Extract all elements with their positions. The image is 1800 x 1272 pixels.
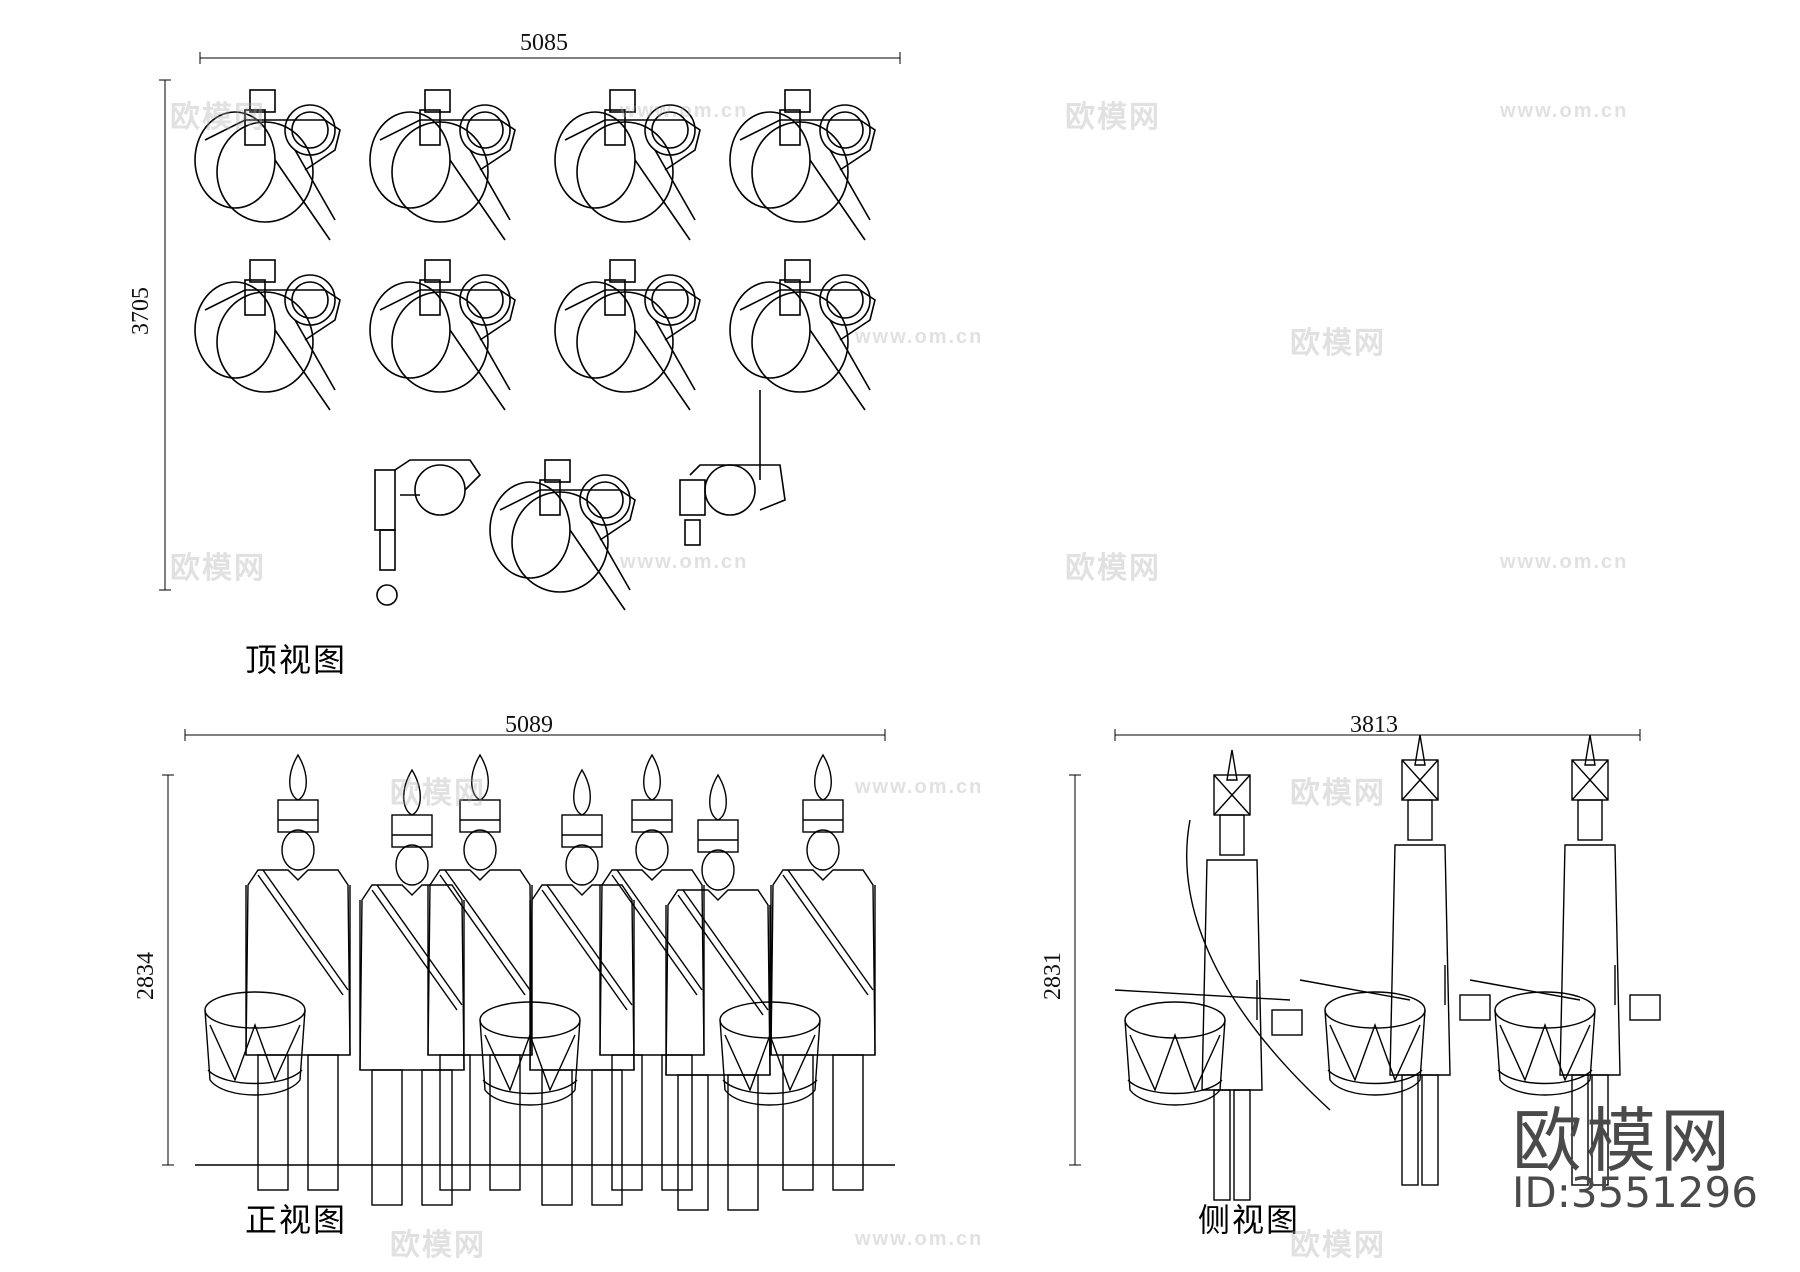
front-view-width-dimension: 5089 <box>505 712 553 738</box>
front-view-height-dimension: 2834 <box>133 952 159 1000</box>
watermark-name: 欧模网 <box>390 1228 486 1263</box>
side-view-width-dimension: 3813 <box>1350 712 1398 738</box>
watermark-url: www.om.cn <box>1500 100 1629 122</box>
watermark-name: 欧模网 <box>1290 1228 1386 1263</box>
brand-logo-text: 欧模网 <box>1512 1100 1734 1182</box>
watermark-name: 欧模网 <box>1065 100 1161 135</box>
side-view-height-dimension: 2831 <box>1040 952 1066 1000</box>
watermark-url: www.om.cn <box>855 326 984 348</box>
watermark-name: 欧模网 <box>1065 551 1161 586</box>
watermark-url: www.om.cn <box>855 1228 984 1250</box>
watermark-name: 欧模网 <box>390 776 486 811</box>
brand-id: ID:3551296 <box>1512 1168 1758 1217</box>
watermark-url: www.om.cn <box>620 100 749 122</box>
watermark-name: 欧模网 <box>1290 326 1386 361</box>
side-view-title: 侧视图 <box>1198 1201 1301 1239</box>
watermark-name: 欧模网 <box>170 100 266 135</box>
watermark-name: 欧模网 <box>1290 776 1386 811</box>
top-view-height-dimension: 3705 <box>128 287 154 335</box>
watermark-url: www.om.cn <box>855 776 984 798</box>
top-view-title: 顶视图 <box>245 641 348 679</box>
watermark-name: 欧模网 <box>170 551 266 586</box>
front-view-title: 正视图 <box>245 1201 348 1239</box>
top-view-width-dimension: 5085 <box>520 30 568 56</box>
watermark-url: www.om.cn <box>1500 551 1629 573</box>
watermark-url: www.om.cn <box>620 551 749 573</box>
